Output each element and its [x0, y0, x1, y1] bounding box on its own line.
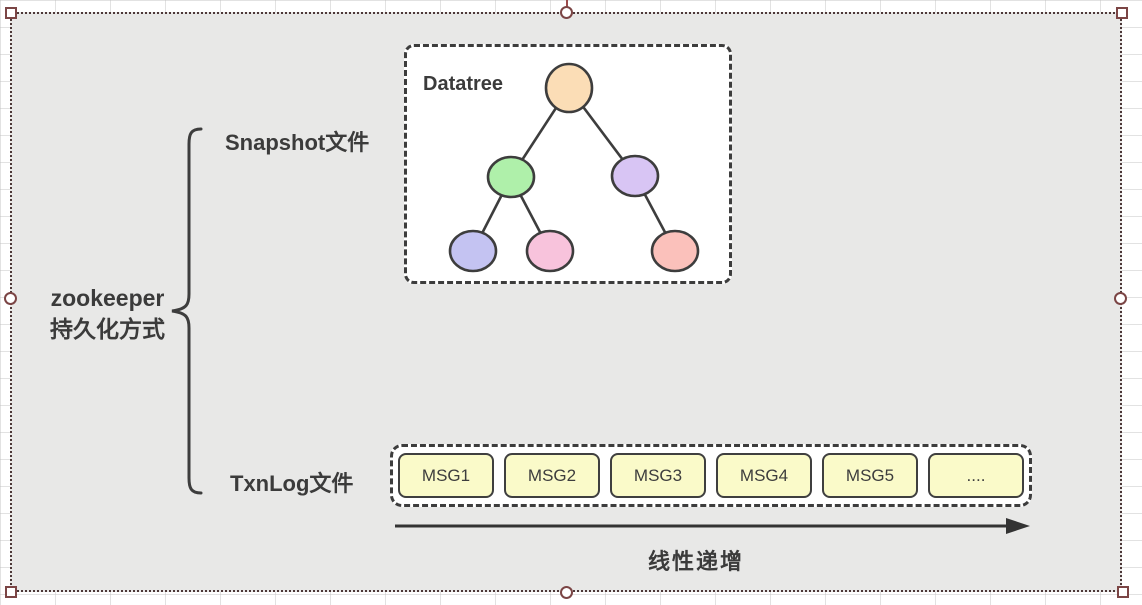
- resize-handle-bottom-center[interactable]: [560, 586, 573, 599]
- tree-node-child-right: [610, 154, 660, 198]
- tree-node-leaf-3: [650, 229, 700, 273]
- txnlog-branch-label: TxnLog文件: [230, 471, 354, 496]
- tree-node-child-left: [486, 155, 536, 199]
- resize-handle-top-right[interactable]: [1116, 7, 1128, 19]
- root-topic-label: zookeeper 持久化方式: [40, 283, 175, 345]
- rotate-handle-stem: [566, 0, 568, 8]
- root-topic-line1: zookeeper: [50, 285, 165, 311]
- resize-handle-mid-left[interactable]: [4, 292, 17, 305]
- tree-node-leaf-2: [525, 229, 575, 273]
- tree-node-leaf-1: [448, 229, 498, 273]
- resize-handle-bottom-right[interactable]: [1117, 586, 1129, 598]
- curly-brace: [171, 127, 203, 495]
- resize-handle-top-center[interactable]: [560, 6, 573, 19]
- linear-increase-arrow: [395, 518, 1030, 534]
- txnlog-queue-container: MSG1 MSG2 MSG3 MSG4 MSG5 ....: [390, 444, 1032, 507]
- resize-handle-top-left[interactable]: [5, 7, 17, 19]
- msg-box-2: MSG2: [504, 453, 600, 498]
- datatree-title: Datatree: [423, 73, 504, 95]
- arrow-label: 线性递增: [648, 549, 745, 574]
- snapshot-branch-label: Snapshot文件: [225, 130, 370, 155]
- resize-handle-mid-right[interactable]: [1114, 292, 1127, 305]
- msg-box-4: MSG4: [716, 453, 812, 498]
- msg-box-5: MSG5: [822, 453, 918, 498]
- resize-handle-bottom-left[interactable]: [5, 586, 17, 598]
- msg-box-more: ....: [928, 453, 1024, 498]
- msg-box-3: MSG3: [610, 453, 706, 498]
- datatree-graph: [448, 62, 700, 273]
- tree-node-root: [544, 62, 594, 114]
- msg-box-1: MSG1: [398, 453, 494, 498]
- root-topic-line2: 持久化方式: [50, 316, 165, 342]
